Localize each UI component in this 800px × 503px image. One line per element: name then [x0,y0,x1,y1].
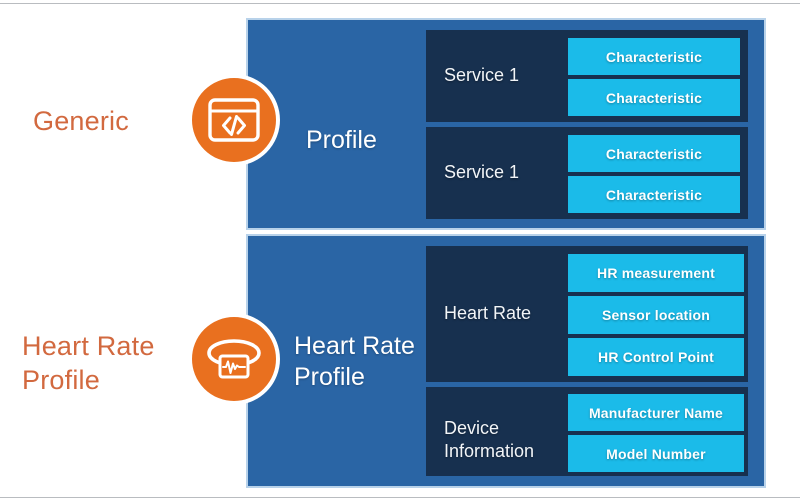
service-label: Device Information [444,418,535,461]
bottom-divider [0,497,800,498]
characteristic-chip: Model Number [568,435,744,472]
heart-rate-profile-badge [188,313,280,405]
service-label: Service 1 [444,162,520,182]
characteristic-chip: Sensor location [568,296,744,334]
service-block: Service 1 Characteristic Characteristic [426,30,748,122]
characteristic-chip: Characteristic [568,38,740,75]
characteristic-chip: Characteristic [568,176,740,213]
service-block: Device Information Manufacturer Name Mod… [426,387,748,476]
code-window-icon [207,97,261,143]
characteristic-chip: Characteristic [568,135,740,172]
profile-panel-heart-rate: Heart Rate Profile Heart Rate HR measure… [248,236,764,486]
characteristic-chip: Manufacturer Name [568,394,744,431]
characteristic-chip: HR measurement [568,254,744,292]
top-divider [0,3,800,4]
service-block: Service 1 Characteristic Characteristic [426,127,748,219]
service-label: Service 1 [444,65,520,85]
profile-panel-title-generic: Profile [306,126,377,154]
characteristic-chip: HR Control Point [568,338,744,376]
generic-profile-badge [188,74,280,166]
heart-rate-strap-icon [203,334,265,384]
section-caption-heart-rate: Heart Rate Profile [22,331,155,395]
section-caption-generic: Generic [33,106,129,136]
service-label: Heart Rate [444,303,532,323]
profile-panel-title-heart-rate: Heart Rate Profile [294,332,415,391]
service-block: Heart Rate HR measurement Sensor locatio… [426,246,748,382]
characteristic-chip: Characteristic [568,79,740,116]
profile-panel-generic: Profile Service 1 Characteristic Charact… [248,20,764,228]
